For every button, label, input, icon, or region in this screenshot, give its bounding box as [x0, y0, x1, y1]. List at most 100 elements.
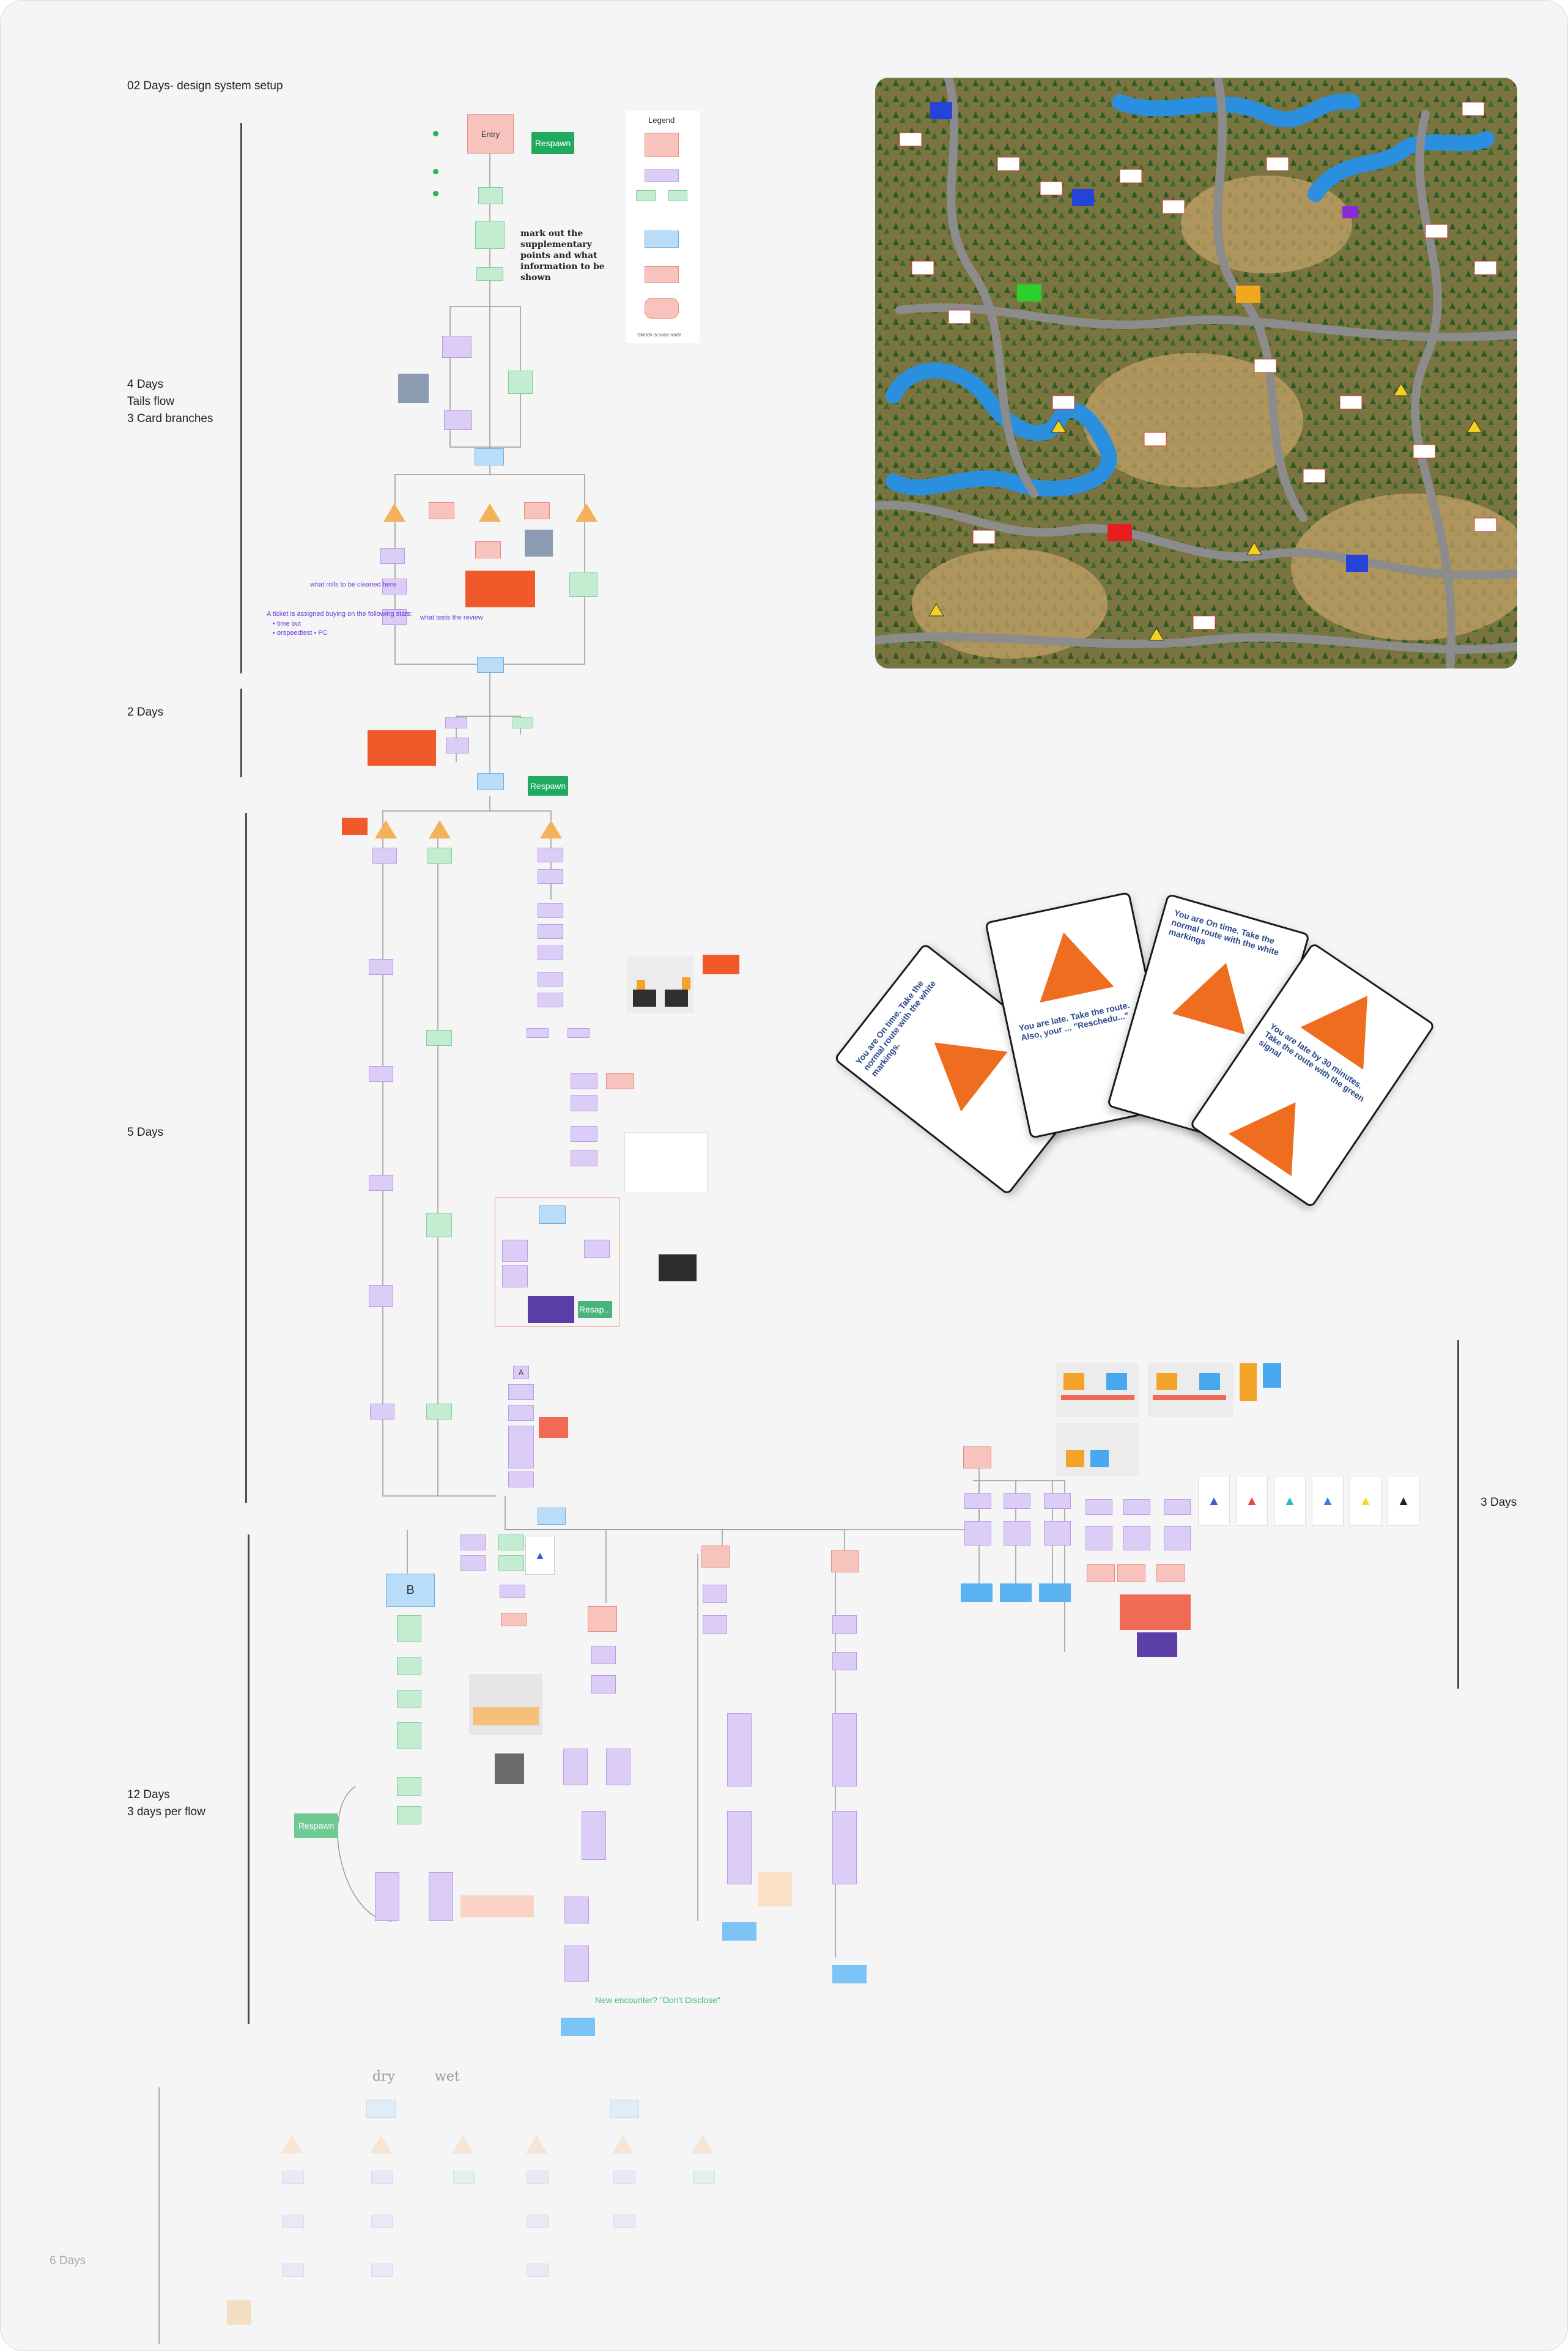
flow-step[interactable]: [397, 1722, 421, 1749]
flow-step[interactable]: [606, 1749, 631, 1785]
flow-step[interactable]: [282, 2171, 304, 2184]
card-thumbnail[interactable]: ▲: [1350, 1476, 1381, 1526]
flow-step[interactable]: [727, 1713, 752, 1786]
flow-step[interactable]: [397, 1615, 421, 1642]
merge-node[interactable]: [366, 2100, 396, 2118]
flow-step[interactable]: [571, 1150, 597, 1166]
flow-step[interactable]: [371, 2215, 393, 2228]
trapezoid-node[interactable]: [1137, 1632, 1177, 1657]
flow-step[interactable]: [442, 336, 472, 358]
flow-step[interactable]: [524, 502, 550, 519]
flow-step[interactable]: [370, 1404, 394, 1420]
flow-step[interactable]: [538, 869, 563, 884]
flow-step[interactable]: [475, 221, 505, 249]
flow-step[interactable]: [832, 1615, 857, 1634]
flow-step[interactable]: [369, 1066, 393, 1082]
flow-step[interactable]: [591, 1646, 616, 1664]
flow-step[interactable]: [1087, 1564, 1115, 1582]
flow-step[interactable]: [397, 1657, 421, 1675]
flow-step[interactable]: [613, 2171, 635, 2184]
flow-step[interactable]: [1117, 1564, 1145, 1582]
respawn-button-top[interactable]: Respawn: [531, 132, 574, 154]
card-thumbnail[interactable]: ▲: [525, 1536, 555, 1575]
trapezoid-node[interactable]: [528, 1296, 574, 1323]
flow-step[interactable]: [398, 374, 429, 403]
b-node[interactable]: B: [386, 1574, 435, 1607]
flow-step[interactable]: [571, 1095, 597, 1111]
flow-step[interactable]: [831, 1550, 859, 1572]
flow-step[interactable]: [446, 738, 469, 753]
flow-step[interactable]: [584, 1240, 610, 1258]
flow-step[interactable]: [832, 1652, 857, 1670]
flow-step[interactable]: [1004, 1521, 1030, 1546]
flow-step[interactable]: [582, 1811, 606, 1860]
card-thumbnail[interactable]: ▲: [1388, 1476, 1419, 1526]
flow-step[interactable]: [508, 1426, 534, 1468]
flow-step[interactable]: [693, 2171, 715, 2184]
flow-step[interactable]: [372, 848, 397, 864]
flow-step[interactable]: [369, 1175, 393, 1191]
flow-step[interactable]: [1004, 1493, 1030, 1509]
flow-step[interactable]: [564, 1946, 589, 1982]
chevron-node[interactable]: [722, 1922, 756, 1941]
flow-step[interactable]: [426, 1213, 452, 1237]
flow-step[interactable]: [727, 1811, 752, 1884]
merge-node[interactable]: [610, 2100, 639, 2118]
flow-step[interactable]: [527, 1028, 549, 1038]
chevron-node[interactable]: [832, 1965, 867, 1983]
flow-step[interactable]: [588, 1606, 617, 1632]
flow-step[interactable]: [500, 1585, 525, 1598]
flow-step[interactable]: [527, 2215, 549, 2228]
card-thumbnail[interactable]: ▲: [1274, 1476, 1306, 1526]
flow-step[interactable]: [426, 1404, 452, 1420]
flow-step[interactable]: [498, 1535, 524, 1550]
flow-step[interactable]: [538, 946, 563, 960]
flow-step[interactable]: [606, 1073, 634, 1089]
flow-step[interactable]: [282, 2264, 304, 2277]
flow-step[interactable]: [613, 2215, 635, 2228]
flow-step[interactable]: [964, 1493, 991, 1509]
flow-step[interactable]: [282, 2215, 304, 2228]
respawn-button-low[interactable]: Respawn: [294, 1813, 338, 1838]
flow-step[interactable]: [1085, 1526, 1112, 1550]
flow-step[interactable]: [371, 2171, 393, 2184]
flow-step[interactable]: [397, 1777, 421, 1796]
flow-step[interactable]: [1123, 1526, 1150, 1550]
card-thumbnail[interactable]: ▲: [1198, 1476, 1230, 1526]
chevron-node[interactable]: [561, 2018, 595, 2036]
flow-step[interactable]: [703, 1585, 727, 1603]
chevron-node[interactable]: [1039, 1583, 1071, 1602]
flow-step[interactable]: [397, 1806, 421, 1824]
flow-step[interactable]: [427, 848, 452, 864]
flow-step[interactable]: [508, 1405, 534, 1421]
flow-step[interactable]: [563, 1749, 588, 1785]
flow-step[interactable]: [460, 1535, 486, 1550]
flow-step[interactable]: [397, 1690, 421, 1708]
flow-step[interactable]: [444, 410, 472, 430]
flow-step[interactable]: [375, 1872, 399, 1921]
merge-node[interactable]: [477, 773, 504, 790]
flow-step[interactable]: [380, 548, 405, 564]
flow-step[interactable]: [1164, 1499, 1191, 1515]
flow-step[interactable]: [478, 187, 503, 204]
flow-step[interactable]: [538, 924, 563, 939]
flow-step[interactable]: [369, 1285, 393, 1307]
flow-step[interactable]: [508, 1384, 534, 1400]
flow-step[interactable]: [832, 1713, 857, 1786]
flow-step[interactable]: [1156, 1564, 1185, 1582]
flow-step[interactable]: [527, 2171, 549, 2184]
flow-step[interactable]: [703, 1615, 727, 1634]
flow-step[interactable]: [445, 717, 467, 728]
flow-step[interactable]: [832, 1811, 857, 1884]
flow-step[interactable]: [382, 579, 407, 594]
flow-step[interactable]: [571, 1073, 597, 1089]
flow-step[interactable]: [476, 267, 503, 281]
flow-step[interactable]: [571, 1126, 597, 1142]
flow-step[interactable]: [429, 502, 454, 519]
flow-step[interactable]: [369, 959, 393, 975]
flow-step[interactable]: [460, 1555, 486, 1571]
flow-step[interactable]: [371, 2264, 393, 2277]
flow-step[interactable]: [1044, 1493, 1071, 1509]
flow-step[interactable]: [964, 1521, 991, 1546]
flow-step[interactable]: [426, 1030, 452, 1046]
